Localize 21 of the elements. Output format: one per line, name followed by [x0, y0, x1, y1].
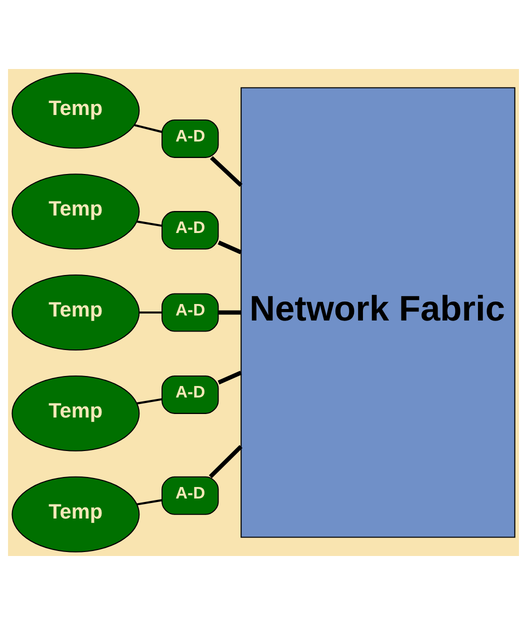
connector: [136, 398, 162, 404]
connector: [136, 220, 162, 227]
node-box: A-D: [162, 119, 219, 158]
node-box: A-D: [162, 211, 219, 250]
connector: [208, 445, 242, 478]
connector: [218, 310, 241, 315]
connector: [134, 124, 162, 133]
node-box: A-D: [162, 476, 219, 515]
connector: [139, 311, 162, 314]
node-ellipse: Temp: [12, 274, 140, 350]
connector: [136, 499, 162, 506]
node-ellipse: Temp: [12, 375, 140, 452]
node-ellipse: Temp: [12, 476, 140, 552]
node-box: A-D: [162, 293, 219, 332]
node-ellipse: Temp: [12, 174, 140, 250]
node-box: Network Fabric: [240, 87, 516, 538]
connector: [218, 240, 242, 254]
connector: [218, 370, 242, 384]
connector: [210, 156, 242, 187]
node-box: A-D: [162, 375, 219, 414]
node-ellipse: Temp: [12, 72, 140, 149]
